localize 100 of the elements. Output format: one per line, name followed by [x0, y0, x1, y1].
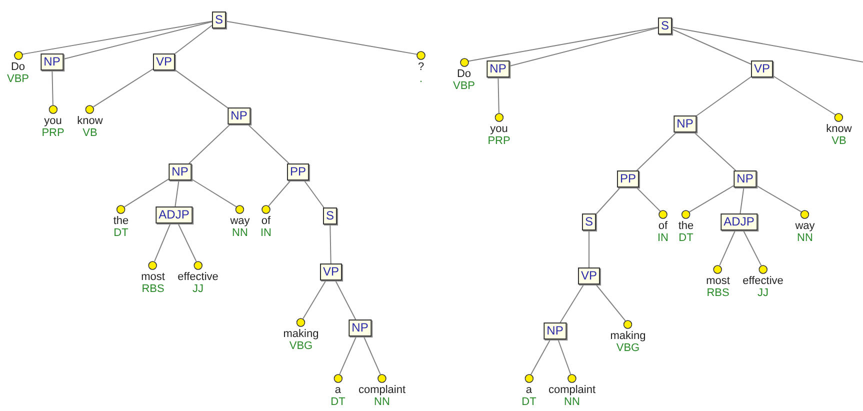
phrase-label: ADJP [156, 206, 192, 224]
word-label: know [77, 114, 103, 126]
word-label: the [678, 220, 694, 232]
tree-branch [174, 24, 212, 54]
tree-branch [268, 180, 292, 206]
phrase-label: VP [751, 60, 773, 78]
pos-tag: VB [832, 134, 846, 146]
word-label: making [283, 328, 319, 340]
tree-branch [596, 187, 621, 215]
tree-branch [694, 132, 736, 171]
word-label: you [44, 114, 62, 126]
word-label: making [610, 330, 646, 342]
pos-tag: RBS [142, 282, 164, 294]
tree-branch [595, 284, 626, 322]
tree-branch [756, 185, 802, 212]
pos-tag: IN [260, 226, 272, 238]
pos-tag: NN [374, 396, 390, 408]
phrase-label: PP [617, 170, 639, 188]
tree-branch [21, 20, 212, 55]
tree-branch [334, 280, 356, 320]
phrase-label: NP [544, 322, 566, 340]
phrase-label: NP [168, 164, 192, 180]
tree-branch [688, 185, 734, 212]
phrase-label: NP [228, 108, 250, 124]
phrase-label: VP [578, 268, 600, 284]
word-label: Do [10, 60, 26, 72]
phrase-label: NP [40, 54, 64, 70]
tree-branch [330, 224, 332, 264]
tree-branch [62, 21, 212, 60]
word-label: effective [178, 270, 218, 282]
pos-tag: VBG [616, 342, 640, 354]
tree-branch [530, 339, 551, 375]
word-label: most [141, 270, 165, 282]
phrase-label: VP [153, 54, 175, 70]
phrase-label: S [323, 208, 337, 224]
word-label: know [826, 122, 852, 134]
word-label: complaint [548, 384, 596, 396]
phrase-label: S [582, 214, 596, 230]
tree-branch [740, 187, 744, 214]
pos-tag: NN [232, 226, 248, 238]
pos-tag: VBG [289, 340, 313, 352]
tree-branch [247, 124, 290, 164]
tree-branch [174, 69, 228, 108]
phrase-label: S [212, 12, 226, 28]
pos-tag: PRP [488, 134, 510, 146]
tree-branch [304, 180, 324, 208]
word-label: most [706, 274, 730, 286]
word-label: of [261, 214, 271, 226]
pos-tag: PRP [42, 126, 64, 138]
word-label: way [230, 214, 250, 226]
word-label: complaint [358, 384, 406, 396]
pos-tag: VB [82, 126, 98, 138]
pos-tag: RBS [706, 286, 730, 298]
phrase-label: NP [674, 116, 696, 132]
tree-branch [124, 178, 170, 208]
pos-tag: NN [797, 232, 813, 244]
phrase-label: S [658, 18, 672, 34]
word-label: effective [742, 274, 784, 286]
tree-branch [588, 230, 590, 268]
tree-branch [558, 339, 572, 375]
tree-branch [302, 280, 326, 320]
pos-tag: DT [522, 396, 536, 408]
tree-branch [188, 124, 231, 164]
tree-branch [52, 70, 54, 106]
pos-tag: IN [658, 232, 668, 244]
phrase-label: ADJP [720, 214, 758, 230]
tree-branch [636, 187, 661, 212]
phrase-label: VP [320, 264, 342, 280]
tree-branch [190, 178, 238, 208]
tree-branch [174, 180, 180, 207]
pos-tag: JJ [192, 282, 204, 294]
tree-branch [772, 75, 836, 116]
tree-branch [696, 76, 752, 116]
word-label: a [334, 384, 342, 396]
phrase-label: PP [287, 164, 309, 180]
tree-branch [636, 132, 677, 171]
word-label: the [113, 214, 129, 226]
tree-branch [742, 230, 762, 266]
word-label: way [795, 220, 815, 232]
pos-tag: NN [564, 396, 580, 408]
tree-branch [178, 223, 197, 262]
phrase-label: NP [734, 170, 756, 188]
tree-branch [339, 336, 357, 375]
tree-branch [498, 77, 500, 114]
tree-branch [226, 20, 418, 55]
word-label: Do [456, 68, 472, 80]
word-label: of [658, 220, 668, 232]
tree-branch [672, 26, 863, 62]
pos-tag: DT [678, 232, 694, 244]
tree-branch [363, 336, 381, 375]
tree-branch [92, 68, 154, 108]
pos-tag: JJ [758, 286, 768, 298]
tree-branch [154, 223, 171, 262]
tree-branch [672, 28, 752, 65]
pos-tag: DT [330, 396, 346, 408]
pos-tag: DT [114, 226, 128, 238]
phrase-label: NP [348, 320, 372, 336]
phrase-label: NP [486, 60, 510, 78]
tree-branch [508, 27, 658, 67]
pos-tag: . [419, 72, 423, 84]
